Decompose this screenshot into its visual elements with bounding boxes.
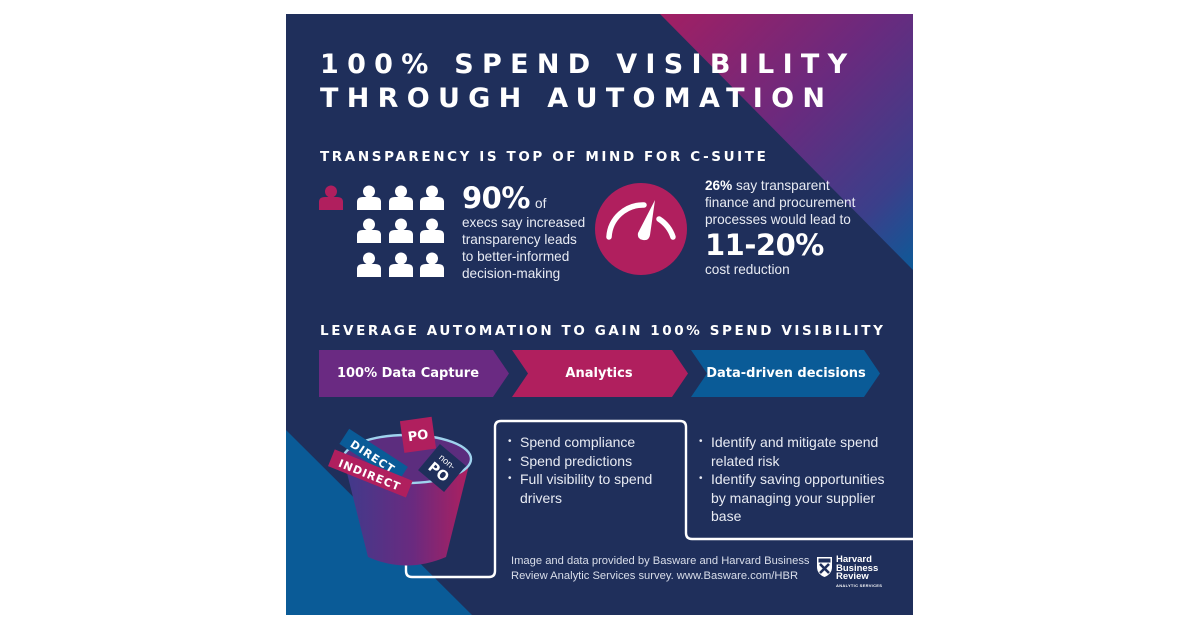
step-analytics: Analytics <box>565 366 633 381</box>
stat-text-line: decision-making <box>462 266 561 281</box>
section-heading-automation: LEVERAGE AUTOMATION TO GAIN 100% SPEND V… <box>320 323 886 339</box>
bullet-item: Full visibility to spend drivers <box>508 470 668 507</box>
bullet-item: Identify saving opportunities by managin… <box>699 470 889 526</box>
footer-credit: Image and data provided by Basware and H… <box>511 554 810 583</box>
hbr-logo: Harvard Business Review ANALYTIC SERVICE… <box>816 554 896 588</box>
stat-text-line: processes would lead to <box>705 212 851 227</box>
stat-lead-value: 26% <box>705 178 733 193</box>
stat-text-line: transparency leads <box>462 232 577 247</box>
stat-value: 11-20% <box>705 228 824 262</box>
gauge-icon <box>595 183 687 275</box>
stat-text-line: to better-informed <box>462 249 570 264</box>
footer-line-1: Image and data provided by Basware and H… <box>511 555 810 567</box>
analytics-bullet-list: Spend compliance Spend predictions Full … <box>508 433 668 507</box>
bullet-item: Spend compliance <box>508 433 668 452</box>
title-line-1: 100% SPEND VISIBILITY <box>320 49 856 80</box>
stat-text-line: say transparent <box>736 178 830 193</box>
stat-text-line: execs say increased <box>462 215 586 230</box>
section-heading-transparency: TRANSPARENCY IS TOP OF MIND FOR C-SUITE <box>320 149 769 165</box>
page-title: 100% SPEND VISIBILITY THROUGH AUTOMATION <box>320 48 855 116</box>
stat-suffix: of <box>535 196 547 211</box>
data-bucket-icon: DIRECT INDIRECT PO non- PO <box>328 416 473 566</box>
stat-value: 90% <box>462 181 530 215</box>
hbr-logo-subtitle: ANALYTIC SERVICES <box>836 583 883 588</box>
step-data-capture: 100% Data Capture <box>336 366 480 381</box>
connector-outline <box>404 419 913 579</box>
process-arrows-shapes <box>319 350 880 397</box>
process-flow: 100% Data Capture Analytics Data-driven … <box>319 350 881 397</box>
hbr-logo-line: Harvard <box>836 554 872 565</box>
bullet-item: Identify and mitigate spend related risk <box>699 433 889 470</box>
stat-26-percent: 26% say transparent finance and procurem… <box>705 177 855 278</box>
hbr-logo-line: Review <box>836 571 869 583</box>
step-data-driven-decisions: Data-driven decisions <box>706 366 866 381</box>
hbr-logo-line: Business <box>836 562 879 574</box>
title-line-2: THROUGH AUTOMATION <box>320 83 834 114</box>
footer-line-2: Review Analytic Services survey. www.Bas… <box>511 569 799 582</box>
hbr-shield-icon <box>817 557 832 577</box>
tag-po: PO <box>407 427 429 445</box>
decisions-bullet-list: Identify and mitigate spend related risk… <box>699 433 889 526</box>
stat-text-line: cost reduction <box>705 262 790 277</box>
stat-text-line: finance and procurement <box>705 195 856 210</box>
stat-90-percent: 90% of execs say increased transparency … <box>462 182 585 282</box>
bullet-item: Spend predictions <box>508 452 668 471</box>
infographic-card: 100% SPEND VISIBILITY THROUGH AUTOMATION… <box>286 14 913 615</box>
